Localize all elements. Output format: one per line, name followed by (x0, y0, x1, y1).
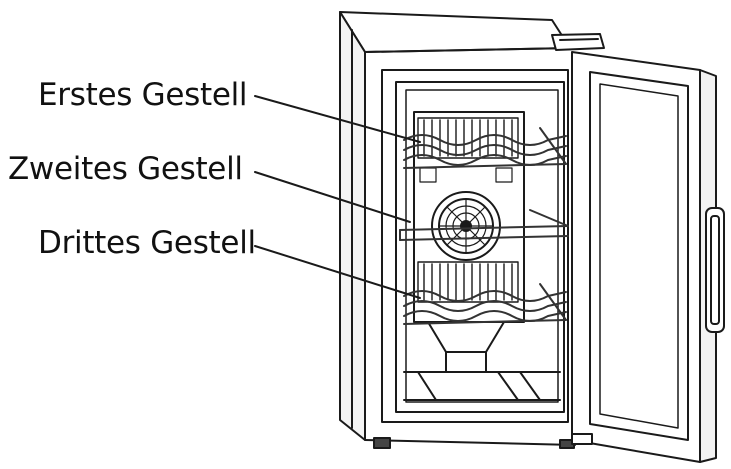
shelf-3 (403, 283, 567, 325)
door-handle-icon (705, 207, 725, 333)
back-panel (413, 111, 525, 373)
shelf-2 (399, 209, 569, 241)
callout-label-first-shelf: Erstes Gestell (38, 77, 248, 113)
floor-rails (403, 371, 561, 401)
shelf-1 (403, 127, 567, 169)
leader-line-3 (254, 245, 421, 299)
cabinet-body (339, 11, 576, 449)
fan-icon (431, 191, 501, 261)
leader-line-2 (254, 171, 411, 223)
door (571, 51, 717, 463)
leader-line-1 (254, 95, 421, 143)
interior-chamber (381, 69, 569, 423)
control-panel (551, 33, 605, 51)
callout-label-third-shelf: Drittes Gestell (38, 225, 256, 261)
callout-label-second-shelf: Zweites Gestell (8, 151, 243, 187)
